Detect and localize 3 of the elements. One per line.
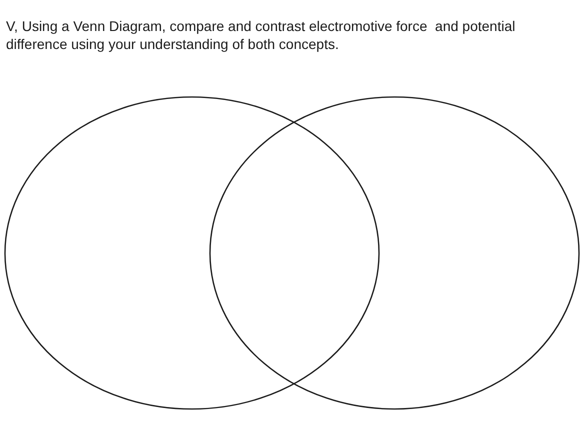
venn-circle <box>209 96 580 410</box>
venn-circle <box>4 96 380 410</box>
question-text: V, Using a Venn Diagram, compare and contrast electromotive force and potential difference using your understanding of both concepts. <box>6 17 516 53</box>
